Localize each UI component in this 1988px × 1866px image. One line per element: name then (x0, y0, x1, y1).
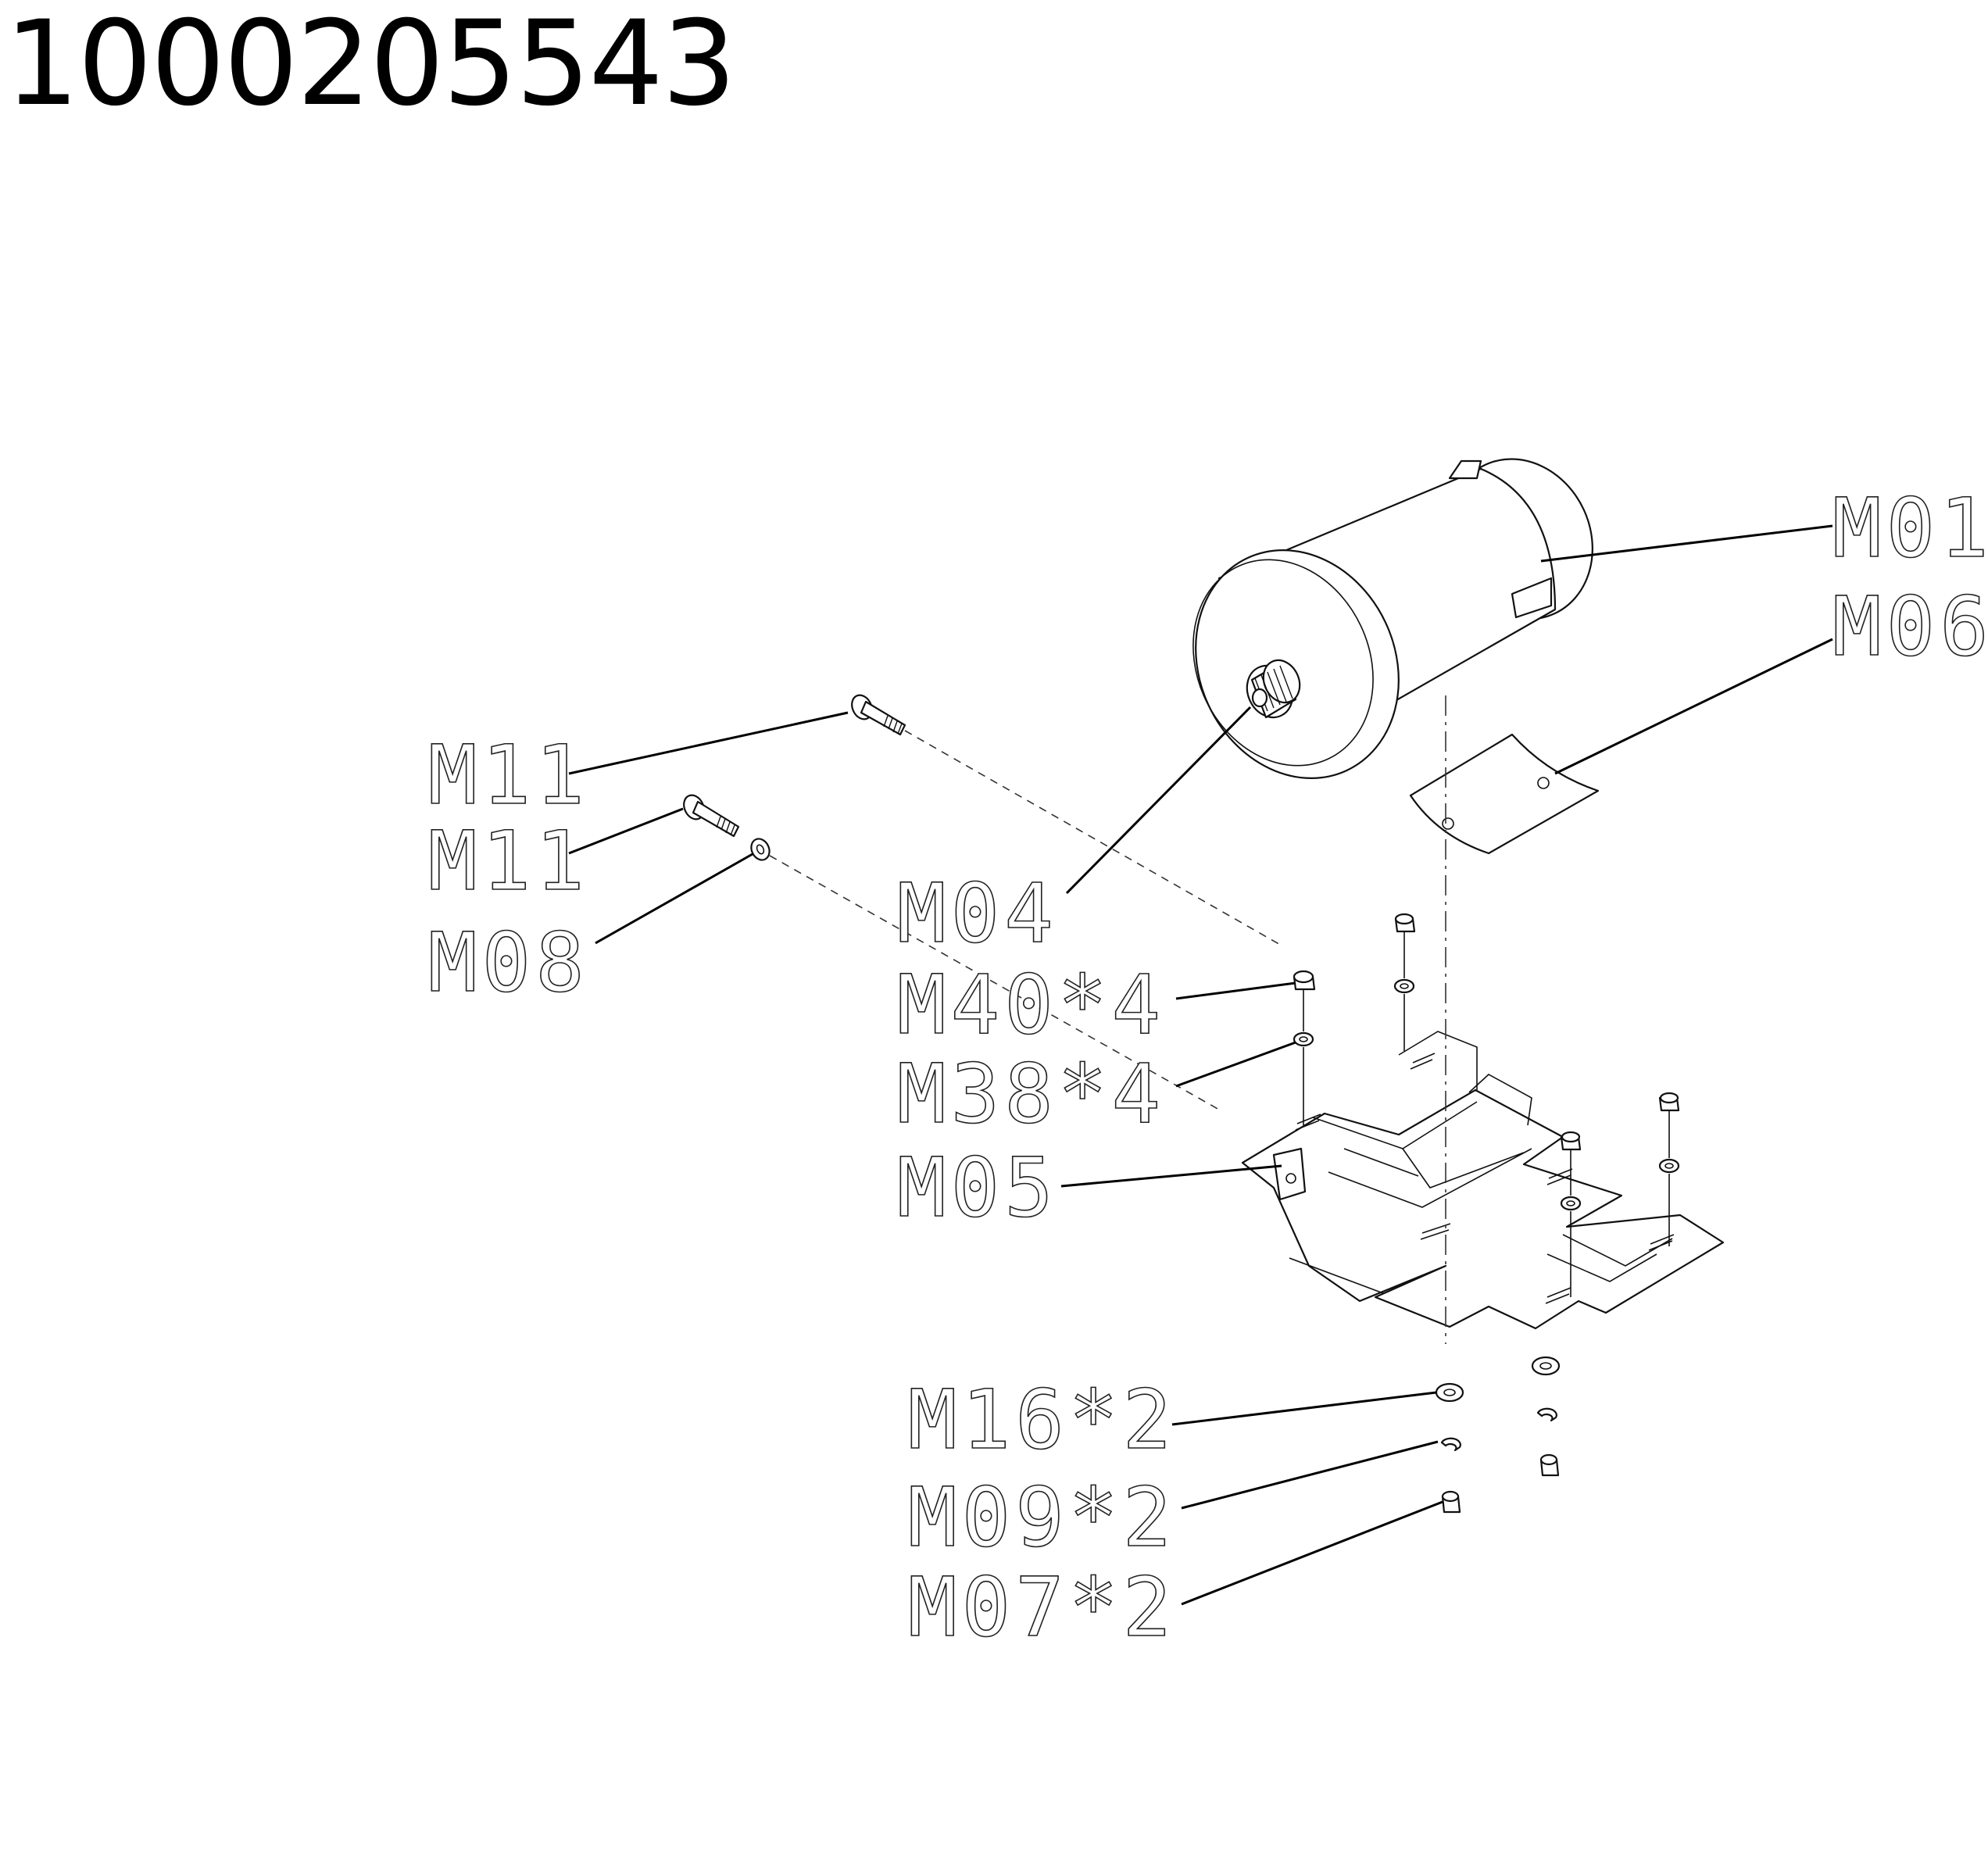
callout-m38: M38*4 (897, 1046, 1165, 1142)
pad-part (1409, 733, 1600, 855)
callout-m01: M01 (1832, 481, 1988, 576)
callout-m05: M05 (897, 1140, 1058, 1235)
pulley-part (1246, 659, 1301, 719)
drawing-number: 1000205543 (5, 0, 736, 132)
washer-part (750, 838, 771, 861)
callout-m09: M09*2 (908, 1470, 1176, 1565)
leader-lines (568, 524, 1833, 1606)
callout-m06: M06 (1832, 579, 1988, 674)
callout-m11-lower: M11 (428, 813, 589, 909)
mounting-plate-part (1241, 1031, 1725, 1330)
callout-m04: M04 (897, 866, 1058, 961)
callout-m16: M16*2 (908, 1372, 1176, 1467)
bottom-fasteners (1435, 1356, 1561, 1514)
callout-m07: M07*2 (908, 1560, 1176, 1655)
bolt-upper (851, 694, 906, 736)
motor-part (1192, 458, 1593, 779)
callout-m40: M40*4 (897, 957, 1165, 1053)
callout-m11-upper: M11 (428, 727, 589, 823)
callout-m08: M08 (428, 915, 589, 1010)
bolt-lower (683, 794, 740, 838)
callout-labels: M01 M06 M11 M11 M08 M04 M40*4 M38*4 M05 … (427, 480, 1988, 1656)
screw-set (1293, 913, 1680, 1211)
assembly-lines (769, 695, 1670, 1344)
